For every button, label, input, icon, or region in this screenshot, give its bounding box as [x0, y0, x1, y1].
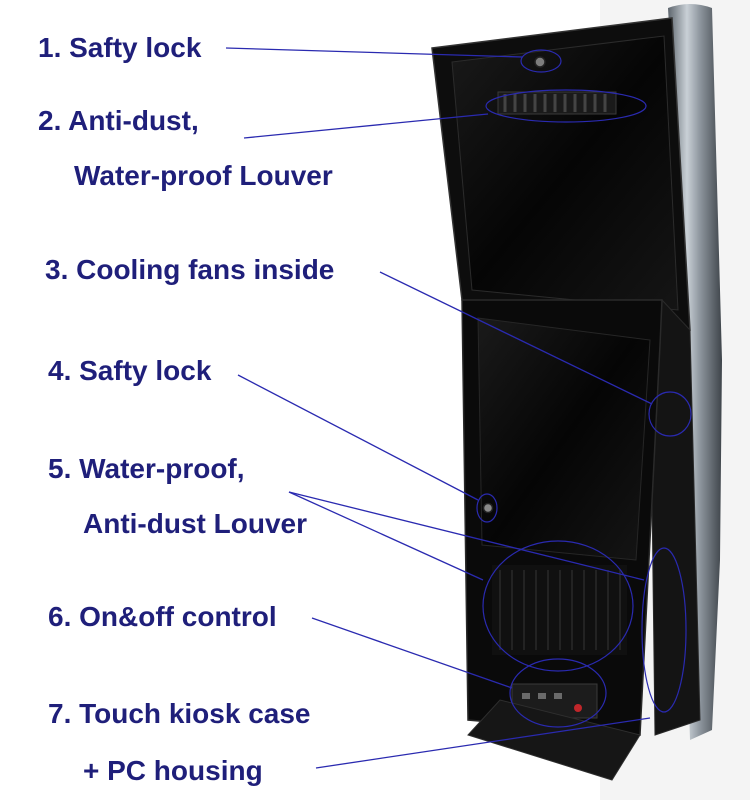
ellipse-safety-lock-top: [520, 49, 562, 73]
lower-cabinet-door: [477, 317, 651, 561]
ellipse-upper-louver: [485, 89, 647, 123]
ellipse-on-off-control: [509, 658, 607, 728]
lower-louver: [492, 565, 627, 655]
ellipse-lower-louver-side: [641, 547, 687, 713]
label-safety-lock-2: 4. Safty lock: [48, 355, 212, 386]
label-touch-kiosk-case: 7. Touch kiosk case: [48, 698, 311, 729]
label-water-proof-2: 5. Water-proof,: [48, 453, 245, 484]
label-on-off-control: 6. On&off control: [48, 601, 277, 632]
ellipse-lower-louver-front: [482, 540, 634, 672]
upper-louver: [497, 91, 617, 115]
ellipse-safety-lock-door: [476, 493, 498, 523]
upper-monitor-screen: [451, 35, 679, 311]
annotation-ellipses: [476, 49, 692, 728]
ellipse-cooling-fans: [648, 391, 692, 437]
label-anti-dust-louver: Anti-dust Louver: [83, 508, 307, 539]
leader-lines: [225, 47, 653, 769]
kiosk-base-plate: [467, 699, 641, 781]
label-anti-dust-1: 2. Anti-dust,: [38, 105, 199, 136]
label-pc-housing: + PC housing: [83, 755, 263, 786]
safety-lock-top: [534, 56, 546, 68]
safety-lock-door: [482, 502, 494, 514]
label-water-proof-louver: Water-proof Louver: [74, 160, 333, 191]
label-safety-lock-1: 1. Safty lock: [38, 32, 202, 63]
label-cooling-fans: 3. Cooling fans inside: [45, 254, 335, 285]
